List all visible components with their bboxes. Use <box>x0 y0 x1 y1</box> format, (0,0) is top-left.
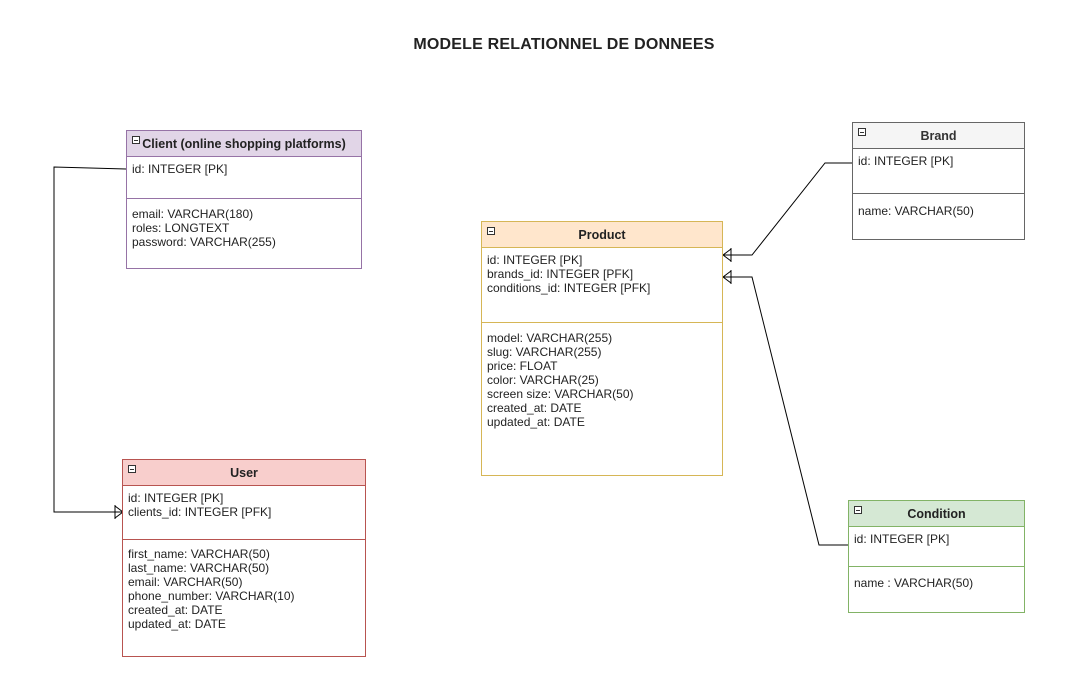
attribute-field: slug: VARCHAR(255) <box>487 345 602 359</box>
attribute-field: email: VARCHAR(180) <box>132 207 254 221</box>
attribute-field: updated_at: DATE <box>128 617 226 631</box>
collapse-icon[interactable] <box>128 465 136 473</box>
collapse-icon[interactable] <box>132 136 140 144</box>
collapse-icon[interactable] <box>854 506 862 514</box>
entity-header: Condition <box>849 501 1024 527</box>
entity-client[interactable]: Client (online shopping platforms) id: I… <box>126 130 362 269</box>
key-field: brands_id: INTEGER [PFK] <box>487 267 634 281</box>
attribute-field: screen size: VARCHAR(50) <box>487 387 634 401</box>
entity-user[interactable]: User id: INTEGER [PK] clients_id: INTEGE… <box>122 459 366 657</box>
attribute-field: email: VARCHAR(50) <box>128 575 243 589</box>
attribute-field: last_name: VARCHAR(50) <box>128 561 270 575</box>
entity-name: User <box>230 465 258 480</box>
key-section: id: INTEGER [PK] <box>853 149 1024 194</box>
collapse-icon[interactable] <box>858 128 866 136</box>
entity-condition[interactable]: Condition id: INTEGER [PK] name : VARCHA… <box>848 500 1025 613</box>
client-user-relation <box>53 166 127 519</box>
attribute-field: color: VARCHAR(25) <box>487 373 599 387</box>
entity-header: Brand <box>853 123 1024 149</box>
entity-header: Product <box>482 222 722 248</box>
attribute-field: created_at: DATE <box>487 401 582 415</box>
key-section: id: INTEGER [PK] brands_id: INTEGER [PFK… <box>482 248 722 323</box>
key-field: conditions_id: INTEGER [PFK] <box>487 281 651 295</box>
diagram-title: MODELE RELATIONNEL DE DONNEES <box>413 36 715 53</box>
key-field: id: INTEGER [PK] <box>132 162 228 176</box>
key-field: id: INTEGER [PK] <box>128 491 224 505</box>
collapse-icon[interactable] <box>487 227 495 235</box>
attribute-field: model: VARCHAR(255) <box>487 331 613 345</box>
key-field: id: INTEGER [PK] <box>858 154 954 168</box>
attribute-field: name : VARCHAR(50) <box>854 576 974 590</box>
key-field: id: INTEGER [PK] <box>854 532 950 546</box>
attribute-field: name: VARCHAR(50) <box>858 204 974 218</box>
attribute-field: roles: LONGTEXT <box>132 221 230 235</box>
entity-name: Brand <box>920 128 957 143</box>
attribute-field: phone_number: VARCHAR(10) <box>128 589 295 603</box>
attribute-section: model: VARCHAR(255) slug: VARCHAR(255) p… <box>482 323 722 434</box>
entity-header: User <box>123 460 365 486</box>
attribute-field: price: FLOAT <box>487 359 558 373</box>
entity-product[interactable]: Product id: INTEGER [PK] brands_id: INTE… <box>481 221 723 476</box>
attribute-section: name: VARCHAR(50) <box>853 194 1024 223</box>
key-field: clients_id: INTEGER [PFK] <box>128 505 272 519</box>
entity-name: Product <box>578 227 626 242</box>
key-section: id: INTEGER [PK] <box>849 527 1024 567</box>
key-field: id: INTEGER [PK] <box>487 253 583 267</box>
attribute-section: name : VARCHAR(50) <box>849 567 1024 595</box>
product-brand-relation <box>722 162 853 262</box>
attribute-field: first_name: VARCHAR(50) <box>128 547 270 561</box>
attribute-section: email: VARCHAR(180) roles: LONGTEXT pass… <box>127 199 361 254</box>
entity-name: Client (online shopping platforms) <box>142 136 346 151</box>
attribute-field: updated_at: DATE <box>487 415 585 429</box>
attribute-field: password: VARCHAR(255) <box>132 235 276 249</box>
key-section: id: INTEGER [PK] clients_id: INTEGER [PF… <box>123 486 365 540</box>
attribute-section: first_name: VARCHAR(50) last_name: VARCH… <box>123 540 365 636</box>
product-condition-relation <box>722 270 849 546</box>
entity-brand[interactable]: Brand id: INTEGER [PK] name: VARCHAR(50) <box>852 122 1025 240</box>
entity-name: Condition <box>907 506 966 521</box>
key-section: id: INTEGER [PK] <box>127 157 361 199</box>
attribute-field: created_at: DATE <box>128 603 223 617</box>
entity-header: Client (online shopping platforms) <box>127 131 361 157</box>
